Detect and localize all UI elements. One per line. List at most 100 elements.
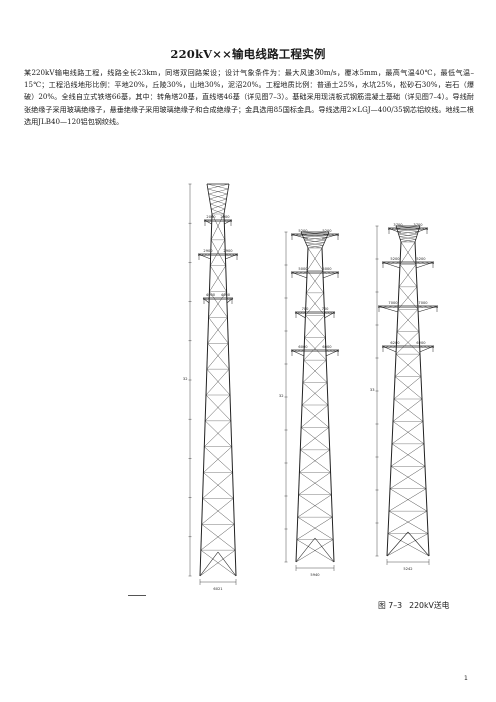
tower-right-arm-lacing xyxy=(389,345,393,348)
tower-left-lattice xyxy=(208,291,227,318)
tower-mid-crossarm-brace xyxy=(321,233,340,240)
tower-left-arm-dim-label: 2000 xyxy=(206,215,216,219)
tower-right-lattice xyxy=(399,264,418,287)
tower-right-arm-lacing xyxy=(388,305,394,308)
tower-left-head-lattice xyxy=(208,188,229,195)
tower-mid-lattice xyxy=(298,472,331,495)
tower-mid-crossarm-brace xyxy=(290,233,309,240)
tower-mid-arm-dim-label: 700 xyxy=(322,307,330,311)
tower-left-arm-lacing xyxy=(205,297,208,300)
tower-mid-lattice xyxy=(299,472,332,495)
body-paragraph: 某220kV输电线路工程，线路全长23km，同塔双回路架设；设计气象条件为：最大… xyxy=(24,68,474,126)
tower-mid-lattice xyxy=(301,382,328,406)
tower-right-lattice xyxy=(394,353,421,377)
tower-right-arm-dim-label: 6200 xyxy=(416,341,426,345)
tower-left-arm-dim-label: 4000 xyxy=(221,293,231,297)
tower-mid-head-lattice xyxy=(305,242,324,246)
tower-right-lattice xyxy=(395,353,422,377)
tower-mid-lattice xyxy=(296,539,335,563)
tower-right-arm-lacing xyxy=(426,345,431,348)
tower-left-head-lattice xyxy=(206,183,229,190)
tower-mid-crossarm-brace xyxy=(322,271,340,279)
tower-left-lattice xyxy=(204,420,231,447)
tower-right-lattice xyxy=(398,286,419,310)
tower-left-lattice xyxy=(208,317,229,344)
tower-left-arm-lacing xyxy=(231,297,234,300)
tower-right-lattice xyxy=(392,398,423,422)
tower-right-head-lattice xyxy=(396,225,421,229)
document-title: 220kV××输电线路工程实例 xyxy=(170,47,326,61)
tower-mid-head-lattice xyxy=(305,239,326,243)
tower-right-lattice xyxy=(386,533,429,557)
tower-left-lattice xyxy=(206,343,229,370)
tower-mid-base-dim-label: 5940 xyxy=(310,573,320,577)
tower-mid-head-lattice xyxy=(306,245,323,249)
tower-mid-arm-lacing xyxy=(330,271,336,274)
tower-right-arm-lacing xyxy=(429,261,435,264)
tower-right-crossarm-brace xyxy=(415,261,435,269)
tower-right-crossarm-brace xyxy=(419,345,435,353)
tower-right-lattice xyxy=(397,309,420,332)
tower-right-arm-lacing xyxy=(382,305,389,308)
tower-mid-arm-lacing xyxy=(300,311,303,314)
tower-right-arm-lacing xyxy=(424,227,429,230)
tower-mid-crossarm-brace xyxy=(290,349,305,357)
tower-left-lattice xyxy=(199,549,236,577)
tower-left-head-lattice xyxy=(209,198,226,205)
tower-right-lattice xyxy=(394,376,423,400)
tower-mid-lattice xyxy=(305,315,326,338)
tower-left-lattice xyxy=(210,265,227,292)
tower-right-lattice xyxy=(398,264,417,287)
tower-right-lattice xyxy=(391,443,426,467)
tower-right-lattice xyxy=(392,421,425,445)
tower-left-lattice xyxy=(204,446,233,473)
tower-left-arm-lacing xyxy=(229,297,232,300)
tower-mid-arm-lacing xyxy=(326,233,331,236)
tower-left-lattice xyxy=(207,343,230,370)
tower-right-arm-lacing xyxy=(387,227,392,230)
tower-left-lattice xyxy=(203,446,232,473)
tower-mid-lattice xyxy=(306,270,324,293)
tower-left-crossarm-brace xyxy=(197,253,211,260)
tower-left-height-label: 32 xyxy=(183,377,188,381)
tower-mid-arm-lacing xyxy=(329,311,333,314)
tower-mid-head-lattice xyxy=(303,234,328,238)
tower-mid-arm-lacing xyxy=(303,271,308,274)
tower-left-lattice xyxy=(200,549,237,577)
tower-right-lattice xyxy=(387,533,430,557)
tower-mid-arm-lacing xyxy=(322,271,327,274)
tower-right-arm-lacing xyxy=(394,227,398,230)
tower-right-arm-dim-label: 5200 xyxy=(390,257,400,261)
tower-right-arm-dim-label: 7000 xyxy=(388,301,398,305)
tower-left-arm-lacing xyxy=(227,219,231,222)
tower-right-head-lattice xyxy=(398,231,419,235)
tower-left-arm-lacing xyxy=(201,253,205,256)
tower-mid-crossarm-brace xyxy=(324,311,336,319)
figure-caption-number: 图 7–3 xyxy=(378,601,403,610)
tower-right-height-label: 33 xyxy=(370,388,375,392)
tower-right-leg-split xyxy=(407,531,430,557)
tower-left-lattice xyxy=(200,524,235,551)
tower-left-head-lattice xyxy=(207,183,230,190)
tower-right-arm-lacing xyxy=(381,345,386,348)
tower-mid-leg-split xyxy=(314,537,335,563)
tower-left-arm-lacing xyxy=(207,219,210,222)
tower-left-lattice xyxy=(201,498,234,525)
tower-mid-leg-split xyxy=(295,537,316,563)
tower-mid-lattice xyxy=(306,292,325,316)
tower-left-arm-lacing xyxy=(231,253,235,256)
tower-right-lattice xyxy=(390,466,427,489)
tower-right-crossarm-brace xyxy=(381,261,401,269)
tower-right-arm-lacing xyxy=(419,345,424,348)
tower-left-arm-lacing xyxy=(228,253,232,256)
tower-right-arm-lacing xyxy=(430,345,435,348)
tower-right-leg-split xyxy=(386,531,409,557)
tower-mid-lattice xyxy=(301,404,329,428)
tower-right-crossarm-brace xyxy=(381,345,397,353)
tower-right-lattice xyxy=(389,466,426,489)
tower-right-arm-lacing xyxy=(395,261,401,264)
tower-mid-lattice xyxy=(298,494,333,518)
tower-left-head-lattice xyxy=(210,203,225,210)
tower-left-crossarm-brace xyxy=(225,253,239,260)
